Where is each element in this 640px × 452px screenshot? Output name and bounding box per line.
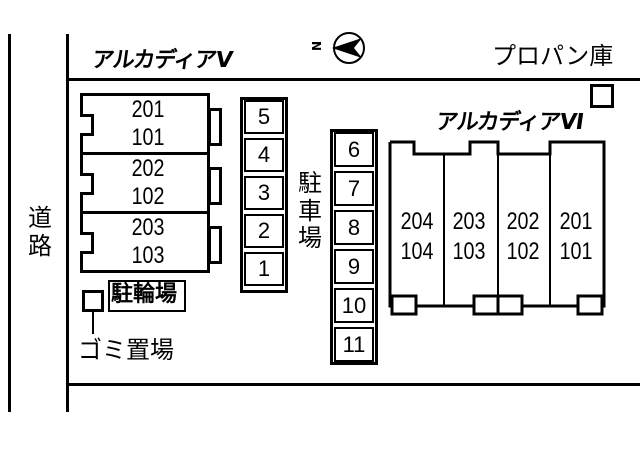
parking-space: 3 bbox=[244, 176, 284, 210]
parking-space: 6 bbox=[334, 132, 374, 167]
site-boundary bbox=[66, 34, 69, 412]
parking-space: 11 bbox=[334, 327, 374, 362]
parking-space-number: 4 bbox=[257, 142, 271, 167]
parking-space-number: 3 bbox=[257, 180, 271, 205]
garbage-label: ゴミ置場 bbox=[78, 336, 174, 364]
parking-space-number: 5 bbox=[257, 104, 271, 129]
site-boundary-top bbox=[66, 78, 640, 81]
parking-space-number: 7 bbox=[347, 176, 361, 201]
building-v-balcony bbox=[208, 167, 222, 205]
unit-number: 101 bbox=[131, 124, 165, 151]
parking-space-number: 6 bbox=[347, 137, 361, 162]
unit-number: 102 bbox=[506, 238, 540, 265]
parking-space-number: 11 bbox=[342, 332, 366, 357]
unit-number: 204 bbox=[400, 208, 434, 235]
unit-number: 203 bbox=[452, 208, 486, 235]
road-label: 道 路 bbox=[28, 204, 52, 260]
unit-number: 101 bbox=[559, 238, 593, 265]
unit-number: 201 bbox=[131, 96, 165, 123]
unit-number: 203 bbox=[131, 214, 165, 241]
bicycle-parking bbox=[108, 280, 186, 312]
parking-space-number: 2 bbox=[257, 218, 271, 243]
bicycle-parking-label: 駐輪場 bbox=[111, 282, 178, 307]
parking-space: 5 bbox=[244, 100, 284, 134]
unit-number: 202 bbox=[506, 208, 540, 235]
unit-number: 202 bbox=[131, 155, 165, 182]
parking-space-number: 1 bbox=[257, 256, 271, 281]
parking-space-number: 9 bbox=[347, 254, 361, 279]
building-v-unit bbox=[80, 211, 210, 273]
parking-space: 9 bbox=[334, 249, 374, 284]
parking-space-number: 10 bbox=[341, 293, 367, 318]
unit-number: 104 bbox=[400, 238, 434, 265]
road-edge-line bbox=[8, 34, 11, 412]
garbage-area bbox=[82, 290, 104, 312]
propane-label: プロパン庫 bbox=[492, 42, 614, 70]
building-v-notch bbox=[80, 173, 94, 195]
unit-number: 103 bbox=[131, 242, 165, 269]
parking-space: 10 bbox=[334, 288, 374, 323]
compass-arrow-icon bbox=[332, 32, 365, 64]
parking-label: 駐 車 場 bbox=[298, 169, 322, 253]
parking-space: 4 bbox=[244, 138, 284, 172]
unit-number: 103 bbox=[452, 238, 486, 265]
parking-space: 1 bbox=[244, 252, 284, 286]
propane-shed bbox=[590, 84, 614, 108]
building-v-balcony bbox=[208, 226, 222, 264]
parking-space: 7 bbox=[334, 171, 374, 206]
building-v-notch bbox=[80, 114, 94, 136]
building-v-notch bbox=[80, 232, 94, 254]
parking-right-column bbox=[330, 129, 378, 365]
building-v-unit bbox=[80, 152, 210, 214]
garbage-leader-line bbox=[92, 312, 94, 334]
unit-number: 102 bbox=[131, 183, 165, 210]
parking-space-number: 8 bbox=[347, 215, 361, 240]
parking-space: 2 bbox=[244, 214, 284, 248]
parking-space: 8 bbox=[334, 210, 374, 245]
unit-number: 201 bbox=[559, 208, 593, 235]
site-boundary-bottom bbox=[66, 383, 640, 386]
building-v-balcony bbox=[208, 108, 222, 146]
compass: N bbox=[310, 30, 368, 66]
